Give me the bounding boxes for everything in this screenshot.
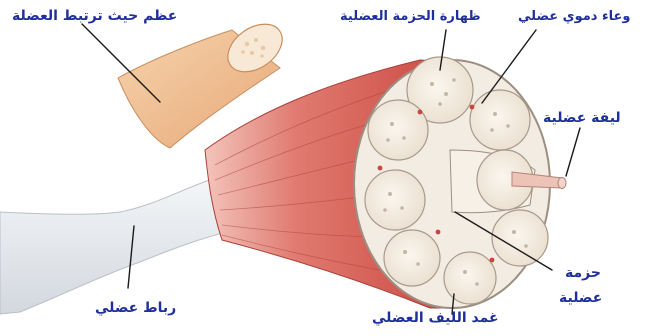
fascicle: [365, 170, 425, 230]
label-muscle-fiber: ليفة عضلية: [543, 110, 621, 127]
label-fiber-sheath: غمد الليف العضلي: [372, 310, 499, 327]
fascicle: [368, 100, 428, 160]
label-fascicle-line2: عضلية: [559, 290, 602, 307]
label-tendon: رباط عضلي: [95, 300, 176, 317]
fascicle: [384, 230, 440, 286]
label-fascicle-line1: حزمة: [565, 265, 601, 282]
fascicle: [444, 252, 496, 304]
fascicle: [470, 90, 530, 150]
tendon-shape: [0, 178, 235, 314]
pointer-line-muscle-fiber: [566, 128, 580, 176]
muscle-cross-section: [354, 57, 566, 308]
label-fascicle-envelope: ظهارة الحزمة العضلية: [340, 8, 481, 25]
label-blood-vessel: وعاء دموي عضلي: [518, 8, 630, 25]
fascicle: [492, 210, 548, 266]
label-bone: عظم حيث ترتبط العضلة: [12, 8, 177, 25]
